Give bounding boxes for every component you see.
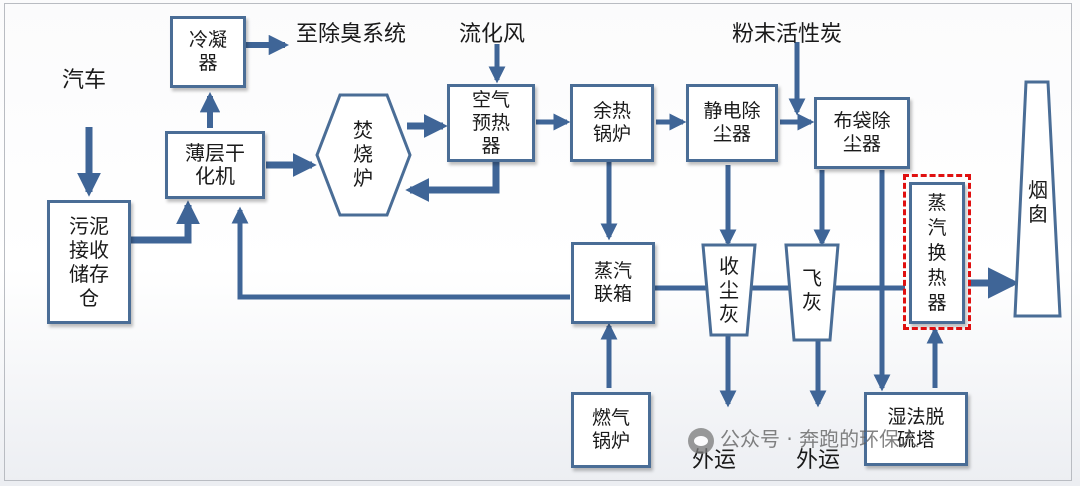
wet-desulf-box: 湿法脱 硫塔 <box>864 392 968 466</box>
ash-collect-label: 收 尘 灰 <box>719 254 739 326</box>
ash-collect-shape <box>701 243 757 337</box>
sludge-tank-box: 污泥 接收 储存 仓 <box>47 200 131 324</box>
fly-ash-label: 飞 灰 <box>802 266 822 314</box>
arrow-tank-to-dryer <box>131 200 200 244</box>
arrow-preheater-to-incinerator <box>405 162 500 202</box>
watermark-text: 公众号 · 奔跑的环保人 <box>720 427 920 451</box>
esp-box: 静电除 尘器 <box>686 84 778 162</box>
wechat-icon <box>688 427 714 454</box>
label-out-flyash: 外运 <box>796 448 841 473</box>
bag-filter-box: 布袋除 尘器 <box>814 97 910 169</box>
steam-hx-box: 蒸 汽 换 热 器 <box>909 182 965 324</box>
condenser-box: 冷凝 器 <box>170 16 246 88</box>
air-preheater-box: 空气 预热 器 <box>447 84 535 162</box>
label-deodor: 至除臭系统 <box>296 22 407 47</box>
thin-dryer-box: 薄层干 化机 <box>165 131 265 199</box>
arrow-header-to-dryer <box>231 206 570 300</box>
label-carbon: 粉末活性炭 <box>732 22 843 47</box>
label-car: 汽车 <box>62 68 107 93</box>
incinerator-shape <box>315 93 412 217</box>
chimney-shape <box>1013 80 1062 318</box>
chimney-label: 烟 囱 <box>1028 178 1048 226</box>
steam-hx-highlight <box>903 174 971 330</box>
fly-ash-shape <box>784 243 840 342</box>
incinerator-label: 焚 烧 炉 <box>353 118 373 190</box>
label-fluid-air: 流化风 <box>459 22 526 47</box>
diagram-frame <box>4 3 1072 481</box>
gas-boiler-box: 燃气 锅炉 <box>571 392 651 468</box>
waste-heat-boiler-box: 余热 锅炉 <box>570 84 654 162</box>
watermark: 公众号 · 奔跑的环保人 <box>688 423 919 454</box>
steam-header-box: 蒸汽 联箱 <box>571 242 655 324</box>
